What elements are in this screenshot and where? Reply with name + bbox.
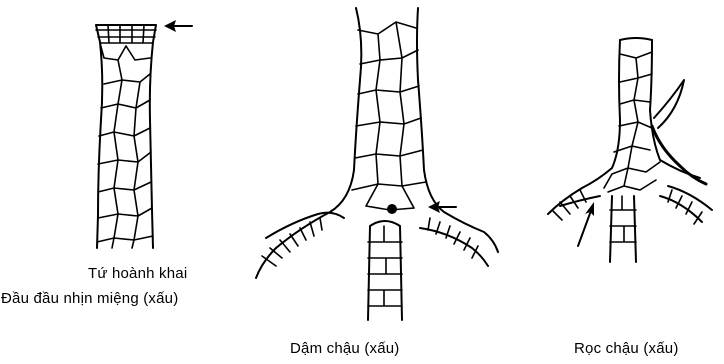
figure-2-leg-drawing <box>256 8 498 320</box>
arrow-icon <box>578 202 594 246</box>
figure-1-caption-line-1: Tứ hoành khai <box>88 265 187 282</box>
figure-2-caption: Dậm chậu (xấu) <box>290 340 400 357</box>
figure-3-caption: Rọc chậu (xấu) <box>574 340 679 357</box>
defect-dot-marker <box>387 204 397 214</box>
figure-1-caption-line-2: Đầu đầu nhịn miệng (xấu) <box>1 290 178 307</box>
figure-1-leg-drawing <box>96 20 192 248</box>
arrow-icon <box>164 20 192 32</box>
figure-3-leg-drawing <box>548 38 712 262</box>
